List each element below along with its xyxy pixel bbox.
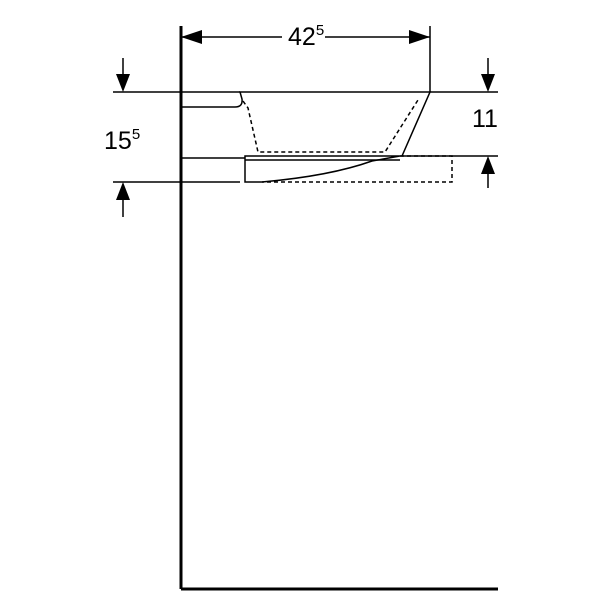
basin-height-arrow-bottom (481, 156, 495, 174)
width-dimension-label: 425 (288, 22, 325, 51)
overall-height-arrow-bottom (116, 182, 130, 200)
basin-height-arrow-top (481, 74, 495, 92)
width-arrow-left (181, 30, 202, 44)
width-arrow-right (409, 30, 430, 44)
basin-inner-hidden-outline (242, 99, 419, 153)
basin-outline (181, 91, 432, 183)
basin-height-dimension-label: 11 (472, 105, 498, 133)
shelf-hidden-outline (262, 155, 453, 183)
overall-height-arrow-top (116, 74, 130, 92)
overall-height-dimension-label: 155 (104, 126, 141, 155)
